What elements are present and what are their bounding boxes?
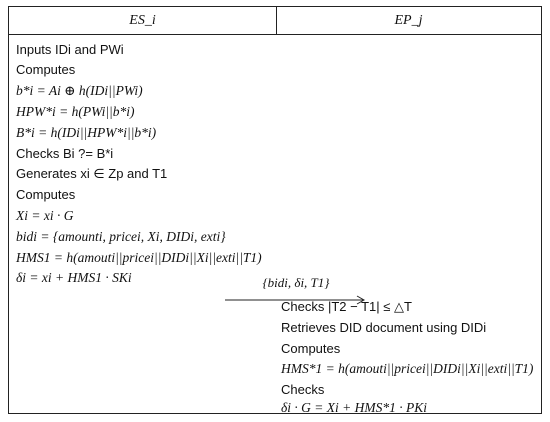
es-line: Xi = xi · G — [16, 208, 74, 223]
es-line: Inputs IDi and PWi — [16, 42, 124, 57]
header-rule — [9, 34, 541, 35]
right-arrow-icon — [225, 295, 366, 305]
ep-line: δi · G = Xi + HMS*1 · PKi — [281, 400, 427, 415]
ep-line: Checks |T2 − T1| ≤ △T — [281, 299, 412, 314]
protocol-figure: ES_i EP_j Inputs IDi and PWi Computes b*… — [8, 6, 542, 415]
es-line: δi = xi + HMS1 · SKi — [16, 270, 132, 285]
es-line: b*i = Ai ⊕ h(IDi||PWi) — [16, 83, 143, 98]
es-line: Computes — [16, 187, 76, 202]
header-es: ES_i — [129, 13, 156, 28]
header-ep: EP_j — [394, 13, 423, 28]
es-line: Computes — [16, 62, 76, 77]
header-divider — [276, 7, 277, 34]
ep-line: HMS*1 = h(amouti||pricei||DIDi||Xi||exti… — [281, 361, 534, 376]
message-label: {bidi, δi, T1} — [262, 275, 330, 290]
es-line: HPW*i = h(PWi||b*i) — [16, 104, 135, 119]
message-arrow: {bidi, δi, T1} — [223, 275, 369, 309]
ep-line: Computes — [281, 341, 341, 356]
es-line: bidi = {amounti, pricei, Xi, DIDi, exti} — [16, 229, 226, 244]
es-line: B*i = h(IDi||HPW*i||b*i) — [16, 125, 157, 140]
ep-line: Retrieves DID document using DIDi — [281, 320, 487, 335]
es-line: Generates xi ∈ Zp and T1 — [16, 166, 168, 181]
es-line: HMS1 = h(amouti||pricei||DIDi||Xi||exti|… — [16, 250, 262, 265]
es-line: Checks Bi ?= B*i — [16, 146, 114, 161]
ep-line: Checks — [281, 382, 325, 397]
